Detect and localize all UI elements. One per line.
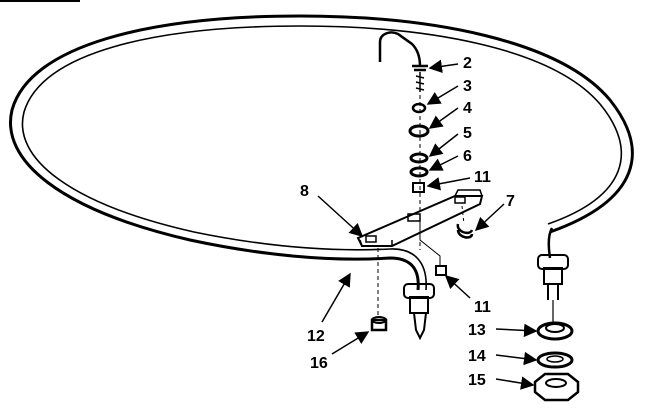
callout-8: 8 <box>300 183 309 200</box>
left-terminal <box>403 283 435 341</box>
part-4-washer <box>408 124 430 138</box>
callout-3: 3 <box>463 78 472 95</box>
callout-6: 6 <box>463 148 472 165</box>
part-11-nut-lower <box>435 265 447 276</box>
part-8-bracket <box>356 189 484 315</box>
leader-lines <box>317 59 538 390</box>
mounting-hook-part-2 <box>378 31 428 92</box>
callout-4: 4 <box>463 100 472 117</box>
callout-11-lower: 11 <box>474 299 491 316</box>
callout-14: 14 <box>468 348 486 365</box>
right-terminal <box>537 227 569 322</box>
part-5-washer <box>409 152 429 164</box>
heating-element-loop <box>9 14 634 291</box>
part-3-washer <box>411 102 427 114</box>
callout-15: 15 <box>468 372 486 389</box>
part-16-screw <box>370 316 388 332</box>
part-14-washer <box>536 351 574 369</box>
callout-11-upper: 11 <box>474 169 491 186</box>
part-7-clip <box>456 205 474 239</box>
callout-7: 7 <box>506 193 515 210</box>
callout-13: 13 <box>468 322 486 339</box>
callout-12: 12 <box>307 328 325 345</box>
callout-labels: 2 3 4 5 6 11 7 8 11 12 16 13 14 15 <box>300 55 515 389</box>
callout-5: 5 <box>463 125 472 142</box>
callout-16: 16 <box>310 355 328 372</box>
cropped-header-strip <box>0 0 80 2</box>
center-stack <box>408 95 430 250</box>
part-11-nut-upper <box>412 182 425 193</box>
part-15-hex-nut <box>533 372 580 402</box>
part-13-grommet <box>536 321 574 341</box>
part-6-washer <box>409 166 429 178</box>
callout-2: 2 <box>463 55 472 72</box>
